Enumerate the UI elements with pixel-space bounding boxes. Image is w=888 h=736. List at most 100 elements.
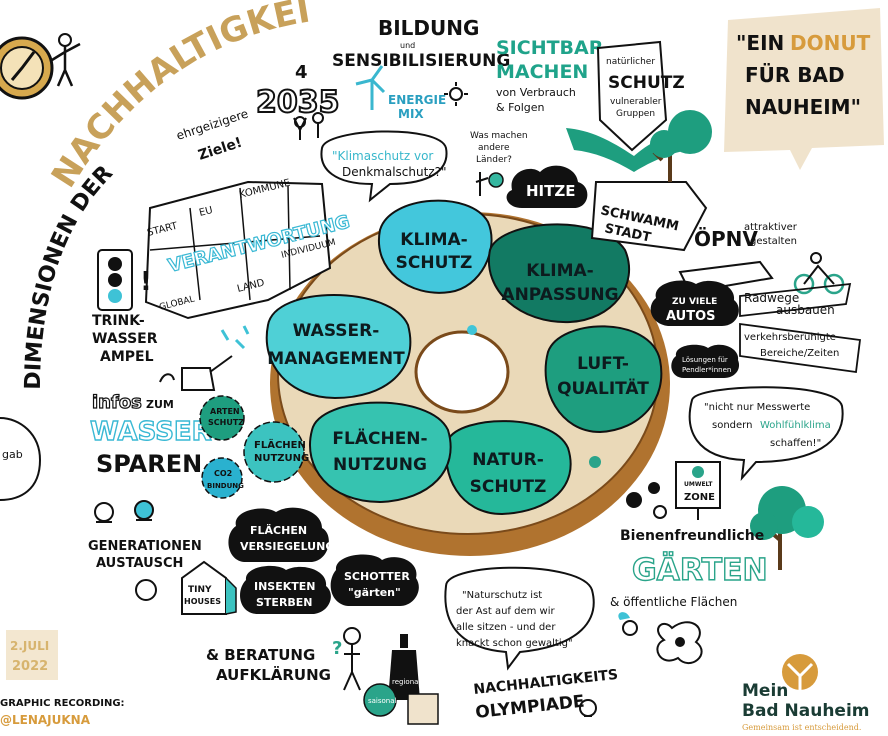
co2-line1: CO2 (214, 469, 232, 478)
schutz-line2: SCHUTZ (608, 73, 685, 93)
brand-line1: Mein (742, 681, 788, 701)
versiegelung-line2: VERSIEGELUNG (240, 540, 334, 553)
watering-can-icon (159, 325, 250, 391)
sichtbar-line1: SICHTBAR (496, 37, 604, 59)
natur-quote-1: "Naturschutz ist (462, 590, 542, 601)
beratung-line2: AUFKLÄRUNG (216, 665, 331, 684)
pendler-line1: Lösungen für (682, 356, 728, 364)
flaechen-gear-line1: FLÄCHEN (254, 437, 306, 451)
laender-line2: andere (478, 143, 510, 153)
mein-bad-nauheim-logo: Mein Bad Nauheim Gemeinsam ist entscheid… (742, 654, 870, 732)
laender-line1: Was machen (470, 131, 528, 141)
radwege-line2: ausbauen (776, 303, 835, 317)
oepnv-line1: ÖPNV (694, 227, 758, 251)
autos-line2: AUTOS (666, 309, 716, 324)
apple-icon: saisonal (363, 683, 397, 717)
trinkwasser-line1: TRINK- (92, 313, 145, 329)
verkehr-line1: verkehrsberuhigte (744, 332, 836, 343)
schutz-line3: vulnerabler (610, 97, 662, 107)
baby-icon (135, 579, 157, 601)
artenschutz-line2: SCHUTZ (208, 418, 244, 427)
umweltzone-sign: UMWELT ZONE (675, 461, 721, 520)
luftqualitaet-line2: QUALITÄT (557, 377, 649, 399)
segment-flaechennutzung: FLÄCHEN- NUTZUNG (309, 401, 452, 504)
saisonal-label: saisonal (368, 697, 397, 705)
bienen-line1: Bienenfreundliche (620, 528, 764, 544)
energiemix-line2: MIX (398, 107, 424, 121)
trinkwasser-line2: WASSER (92, 331, 158, 347)
bottle-icon: regional (388, 634, 420, 700)
flower-icon (626, 482, 667, 519)
bienen-line2: GÄRTEN (632, 552, 768, 588)
quote-line3: NAUHEIM" (745, 95, 861, 119)
versiegelung-cloud: FLÄCHEN VERSIEGELUNG (228, 507, 334, 562)
laender-line3: Länder? (476, 155, 512, 165)
verkehr-arrow (739, 322, 862, 374)
tiny-line1: TINY (188, 585, 212, 595)
tree-icon (750, 486, 824, 570)
gab-label: gab (2, 448, 23, 461)
regional-label: regional (392, 678, 420, 686)
gear-cluster-icon (199, 395, 305, 499)
insekten-line2: STERBEN (256, 596, 313, 609)
messwerte-quote-bubble: "nicht nur Messwerte sondern Wohlfühlkli… (688, 386, 844, 482)
year-2035: 2035 (256, 85, 340, 120)
flaechennutzung-line2: NUTZUNG (333, 455, 427, 475)
bildung-label: BILDUNG (378, 16, 479, 40)
klimaschutz-quote-1: "Klimaschutz vor (332, 149, 433, 163)
wind-turbine-icon (355, 65, 386, 110)
klimaanpassung-line2: ANPASSUNG (501, 285, 618, 305)
generations-people-icon (94, 500, 154, 523)
naturschutz-line2: SCHUTZ (470, 477, 547, 497)
pendler-line2: Pendler*innen (682, 366, 731, 374)
schotter-cloud: SCHOTTER "gärten" (330, 554, 419, 606)
segment-wassermanagement: WASSER- MANAGEMENT (265, 294, 412, 400)
schutz-line1: natürlicher (606, 57, 655, 67)
year-top: 4 (295, 62, 308, 83)
infos-label: infos (92, 392, 142, 413)
klimaanpassung-line1: KLIMA- (526, 261, 593, 281)
klimaschutz-line2: SCHUTZ (396, 253, 473, 273)
radwege-arrow (739, 282, 852, 318)
bienen-line3: & öffentliche Flächen (610, 595, 737, 609)
wasser-label: WASSER (90, 417, 212, 447)
olympiade-line1: NACHHALTIGKEITS (473, 667, 619, 698)
klimaschutz-line1: KLIMA- (400, 230, 467, 250)
person-question-icon: ? (332, 627, 361, 691)
wassermanagement-line2: MANAGEMENT (267, 349, 405, 369)
schotter-line2: "gärten" (348, 586, 401, 599)
radwege-line1: Radwege (744, 291, 799, 305)
puzzle-eu: EU (198, 205, 214, 219)
exclamation-icon: ! (140, 267, 152, 297)
sichtbar-line4: & Folgen (496, 101, 545, 114)
naturschutz-quote-bubble: "Naturschutz ist der Ast auf dem wir all… (444, 566, 595, 671)
segment-klimaschutz: KLIMA- SCHUTZ (377, 199, 493, 294)
klimaschutz-quote-bubble: "Klimaschutz vor Denkmalschutz?" (320, 130, 448, 203)
luftqualitaet-line1: LUFT- (577, 354, 629, 374)
lightbulb-icon (579, 699, 597, 717)
segment-naturschutz: NATUR- SCHUTZ (445, 420, 572, 516)
co2-line2: BINDUNG (207, 482, 244, 490)
flaechen-gear-line2: NUTZUNG (254, 453, 309, 464)
bee-flower-icon (618, 612, 703, 665)
wassermanagement-line1: WASSER- (293, 321, 380, 341)
und-label: und (400, 41, 415, 50)
sparen-label: SPAREN (96, 450, 202, 478)
pendler-cloud: Lösungen für Pendler*innen (671, 344, 740, 378)
tiny-house-icon (181, 560, 237, 615)
messwerte-line1: "nicht nur Messwerte (704, 402, 810, 413)
sichtbar-line3: von Verbrauch (496, 86, 576, 99)
naturschutz-line1: NATUR- (472, 450, 544, 470)
people-cheering-icon (293, 112, 324, 140)
versiegelung-line1: FLÄCHEN (250, 523, 307, 537)
sun-icon (444, 82, 468, 106)
responsibility-puzzle (144, 180, 332, 320)
traffic-light-icon: ! (97, 249, 152, 311)
zum-label: ZUM (146, 398, 174, 411)
globe-person-icon (475, 172, 504, 196)
oepnv-line3: gestalten (750, 236, 797, 247)
date-line2: 2022 (12, 659, 48, 674)
flaechennutzung-line1: FLÄCHEN- (332, 427, 427, 449)
insekten-line1: INSEKTEN (254, 580, 315, 593)
svg-text:?: ? (332, 638, 342, 659)
